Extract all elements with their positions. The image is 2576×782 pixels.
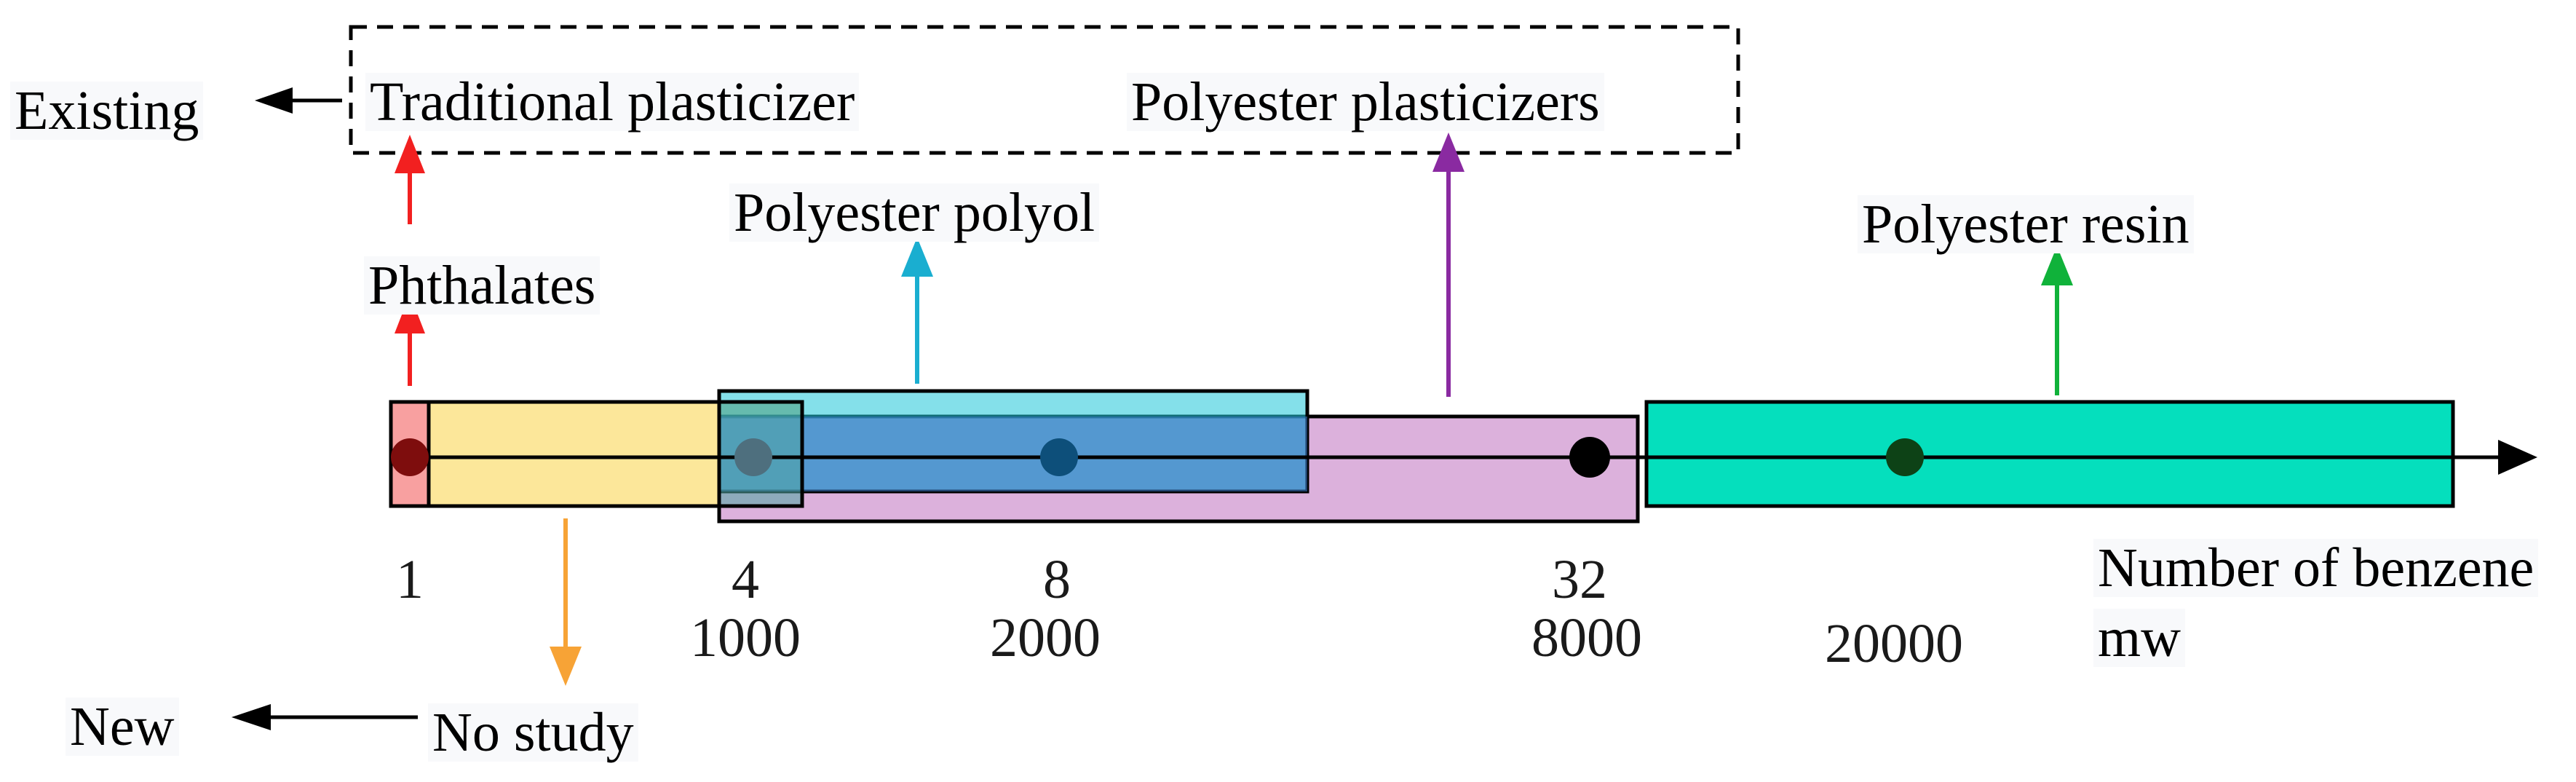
- new-arrow-head: [231, 704, 271, 730]
- axis-label-mw: mw: [2093, 609, 2185, 667]
- green-range-box: [1644, 400, 2455, 508]
- mw-tick: 1000: [690, 607, 801, 668]
- point-20000: [1886, 438, 1924, 476]
- benzene-tick: 32: [1552, 549, 1607, 610]
- plasticizers-arrow-head: [1432, 133, 1465, 172]
- benzene-tick: 1: [396, 549, 424, 610]
- benzene-tick: 4: [732, 549, 759, 610]
- polyester-plasticizers-label: Polyester plasticizers: [1127, 73, 1604, 131]
- no-study-label: No study: [428, 703, 638, 762]
- polyester-resin-label: Polyester resin: [1858, 195, 2194, 253]
- no-study-arrow-head: [550, 647, 582, 686]
- existing-arrow-head: [255, 87, 293, 114]
- point-4: [734, 438, 772, 476]
- traditional-plasticizer-label: Traditional plasticizer: [365, 73, 860, 131]
- phthalates-label: Phthalates: [364, 256, 601, 315]
- point-1: [391, 438, 429, 476]
- resin-arrow-head: [2041, 246, 2073, 285]
- new-label: New: [66, 698, 179, 756]
- cyan-overlay-fill: [719, 416, 1307, 491]
- existing-dashed-box: [349, 25, 1740, 155]
- phthalates-upper-arrow-head: [395, 135, 425, 173]
- main-axis-arrowhead: [2498, 440, 2537, 475]
- polyester-polyol-label: Polyester polyol: [729, 183, 1100, 242]
- existing-label: Existing: [10, 82, 204, 140]
- polyol-arrow-head: [901, 237, 933, 277]
- axis-label-benzene: Number of benzene: [2093, 539, 2539, 597]
- point-8: [1040, 438, 1078, 476]
- mw-tick: 20000: [1825, 613, 1963, 674]
- mw-tick: 8000: [1531, 607, 1642, 668]
- point-32: [1569, 437, 1610, 478]
- mw-tick: 2000: [990, 607, 1101, 668]
- benzene-tick: 8: [1043, 549, 1071, 610]
